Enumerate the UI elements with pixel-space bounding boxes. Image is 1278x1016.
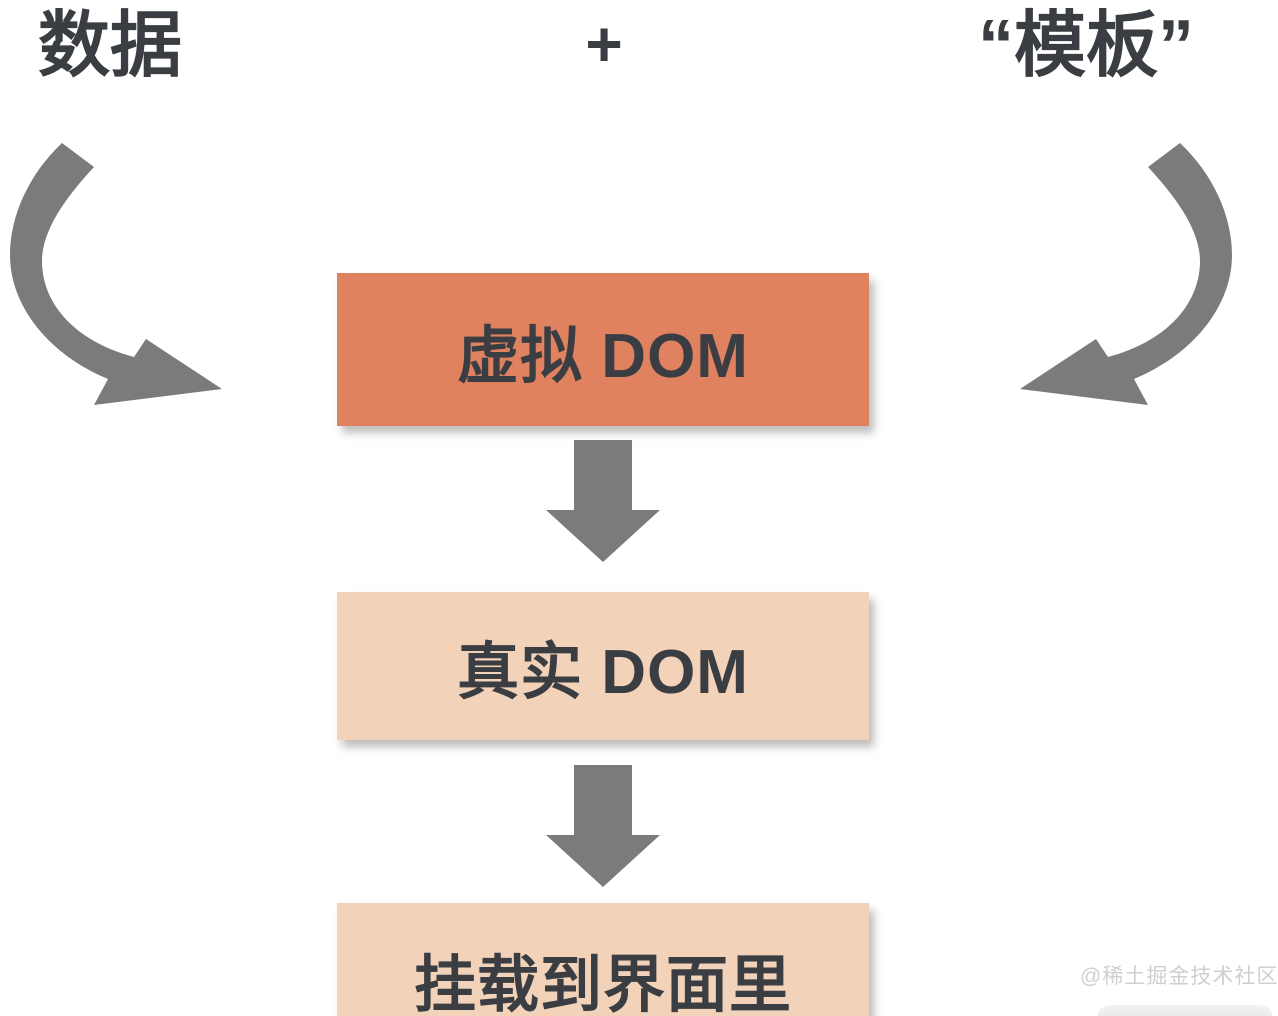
watermark: @稀土掘金技术社区 <box>1080 965 1278 988</box>
data-label: 数据 <box>38 6 183 86</box>
curved-arrow-left-icon <box>10 143 230 413</box>
mount-box: 挂载到界面里 <box>337 903 869 1016</box>
virtual-dom-box: 虚拟 DOM <box>337 273 869 426</box>
real-dom-box: 真实 DOM <box>337 592 869 740</box>
template-label: “模板” <box>978 6 1195 86</box>
down-arrow-icon <box>546 765 660 887</box>
down-arrow-icon <box>546 440 660 562</box>
cutoff-bottom-right-element <box>1098 1005 1272 1016</box>
curved-arrow-right-icon <box>1012 143 1232 413</box>
plus-sign: + <box>585 8 623 80</box>
